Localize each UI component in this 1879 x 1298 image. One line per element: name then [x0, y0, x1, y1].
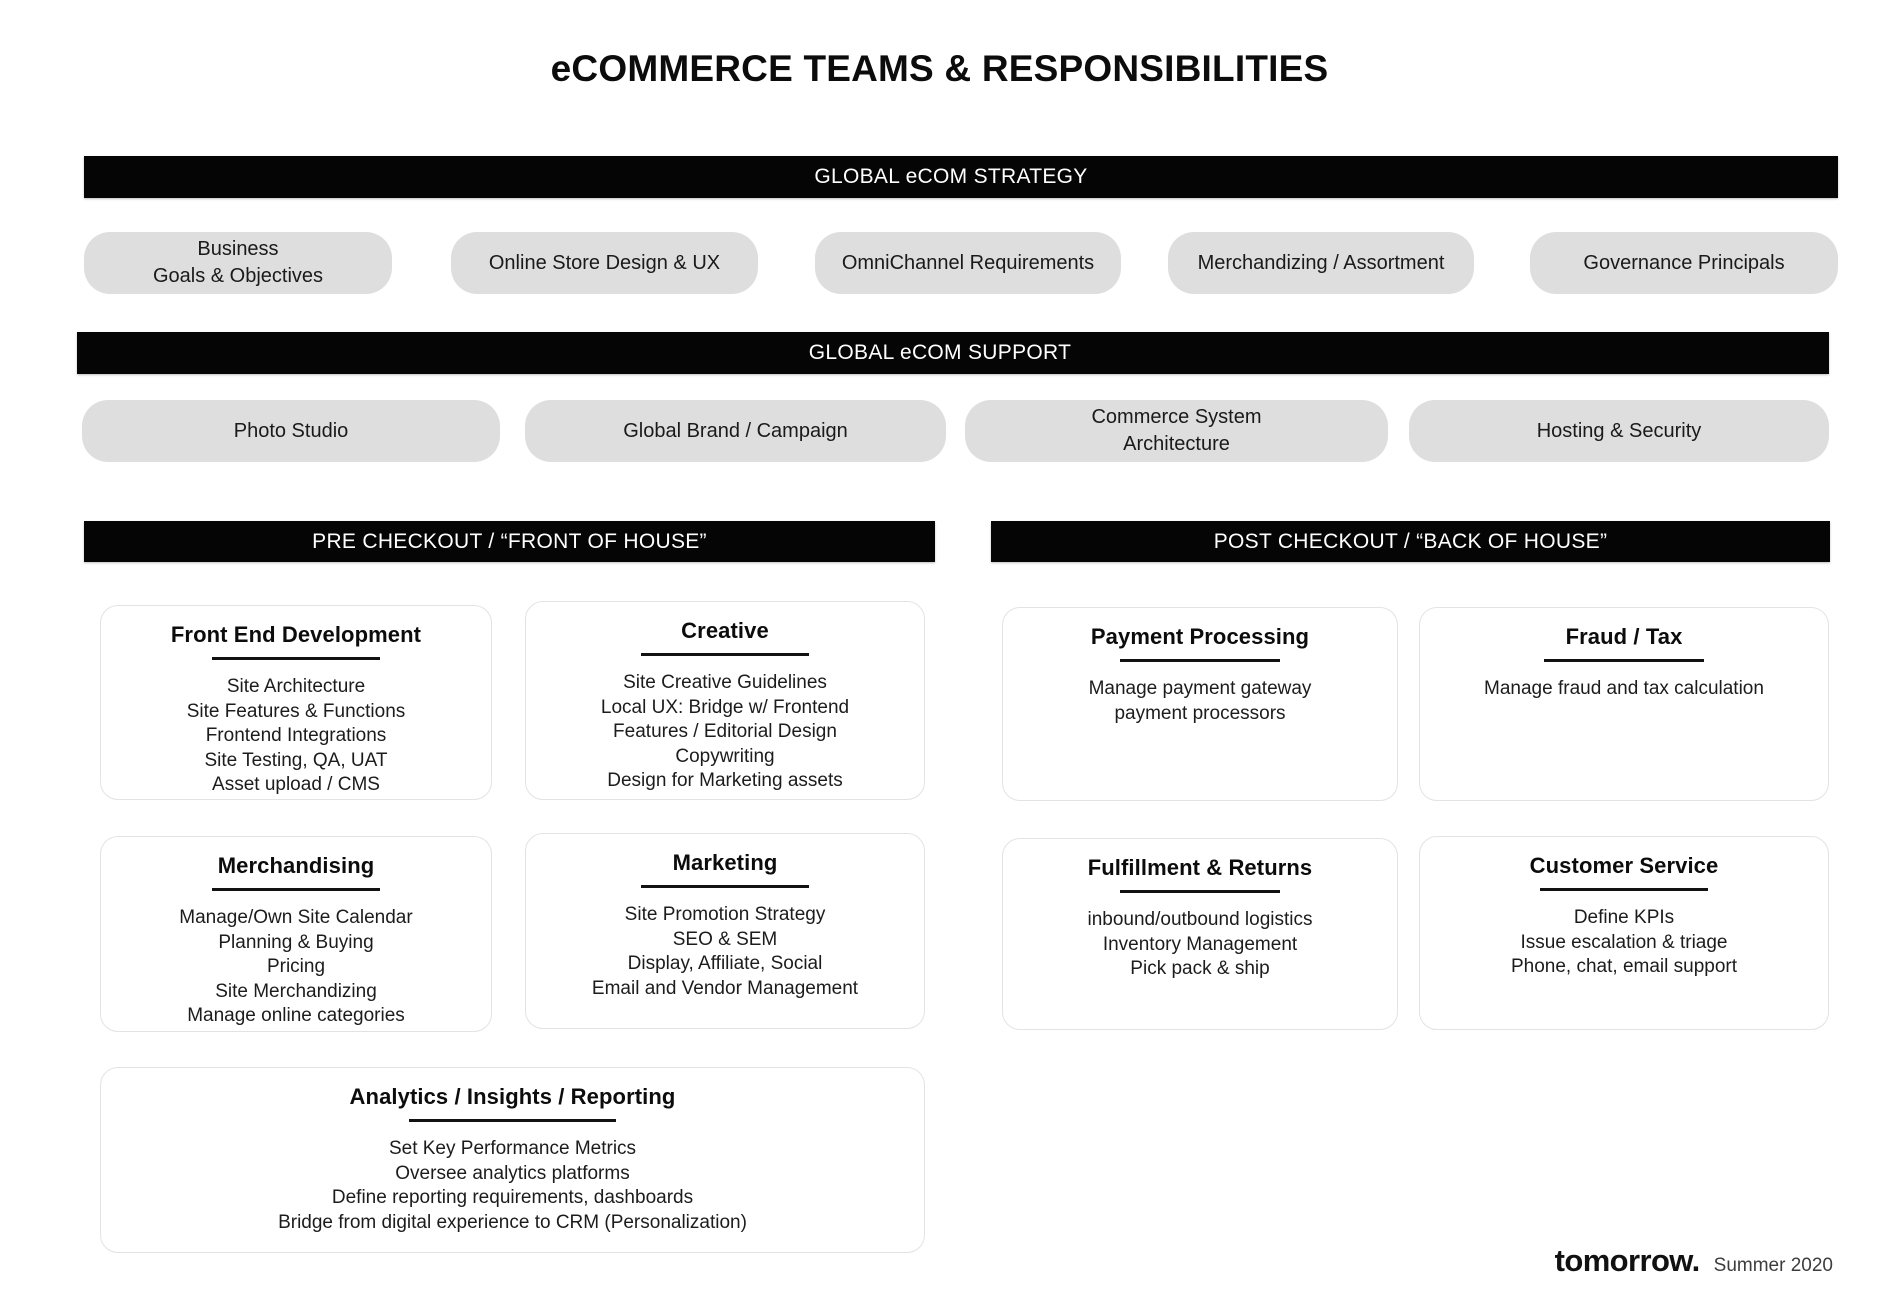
list-item: inbound/outbound logistics [1087, 909, 1313, 930]
support-pill-photo-studio[interactable]: Photo Studio [82, 400, 500, 462]
card-responsibility-list: Site Promotion Strategy SEO & SEM Displa… [526, 903, 924, 1001]
section-band-label: GLOBAL eCOM STRATEGY [814, 165, 1088, 188]
card-responsibility-list: Manage payment gateway payment processor… [1003, 677, 1397, 726]
list-item: Site Features & Functions [186, 700, 406, 722]
team-card-fraud-tax[interactable]: Fraud / Tax Manage fraud and tax calcula… [1419, 607, 1829, 801]
team-card-analytics-insights-reporting[interactable]: Analytics / Insights / Reporting Set Key… [100, 1067, 925, 1253]
list-item: Design for Marketing assets [607, 770, 843, 791]
pill-label: Global Brand / Campaign [623, 419, 848, 442]
list-item: SEO & SEM [672, 928, 778, 950]
card-title: Fraud / Tax [1565, 624, 1683, 649]
card-responsibility-list: Define KPIs Issue escalation & triage Ph… [1420, 906, 1828, 980]
pill-label: OmniChannel Requirements [841, 251, 1095, 274]
list-item: Copywriting [675, 745, 775, 767]
list-item: Features / Editorial Design [613, 721, 837, 742]
card-title-rule [641, 885, 809, 888]
card-responsibility-list: Site Architecture Site Features & Functi… [101, 675, 491, 798]
list-item: Oversee analytics platforms [395, 1162, 630, 1184]
card-title: Merchandising [217, 853, 375, 878]
card-title: Fulfillment & Returns [1087, 855, 1313, 880]
card-title-rule [1540, 888, 1708, 891]
list-item: Define reporting requirements, dashboard… [331, 1187, 694, 1208]
list-item: Define KPIs [1573, 907, 1675, 928]
page-title: eCOMMERCE TEAMS & RESPONSIBILITIES [550, 48, 1329, 89]
pill-label: Online Store Design & UX [488, 251, 721, 274]
card-responsibility-list: Site Creative Guidelines Local UX: Bridg… [526, 671, 924, 794]
section-band-post-checkout: POST CHECKOUT / “BACK OF HOUSE” [991, 521, 1830, 562]
list-item: Phone, chat, email support [1510, 956, 1738, 977]
support-pill-hosting-security[interactable]: Hosting & Security [1409, 400, 1829, 462]
team-card-front-end-development[interactable]: Front End Development Site Architecture … [100, 605, 492, 800]
strategy-pill-online-store-design-ux[interactable]: Online Store Design & UX [451, 232, 758, 294]
list-item: Email and Vendor Management [591, 977, 859, 999]
section-band-global-ecom-support: GLOBAL eCOM SUPPORT [77, 332, 1829, 374]
strategy-pill-governance-principals[interactable]: Governance Principals [1530, 232, 1838, 294]
card-responsibility-list: Manage fraud and tax calculation [1420, 677, 1828, 702]
list-item: Site Testing, QA, UAT [204, 749, 388, 771]
brand-logo: tomorrow. [1554, 1243, 1701, 1278]
list-item: Frontend Integrations [205, 725, 387, 746]
card-title-rule [1544, 659, 1704, 662]
card-responsibility-list: Manage/Own Site Calendar Planning & Buyi… [101, 906, 491, 1029]
card-responsibility-list: Set Key Performance Metrics Oversee anal… [101, 1137, 924, 1235]
team-card-merchandising[interactable]: Merchandising Manage/Own Site Calendar P… [100, 836, 492, 1032]
list-item: Pricing [266, 956, 326, 977]
section-band-label: POST CHECKOUT / “BACK OF HOUSE” [1213, 529, 1608, 553]
list-item: Manage fraud and tax calculation [1484, 678, 1764, 699]
list-item: Bridge from digital experience to CRM (P… [278, 1211, 747, 1233]
pill-label: Hosting & Security [1536, 419, 1702, 442]
card-title-rule [1120, 659, 1280, 662]
strategy-pill-merchandizing-assortment[interactable]: Merchandizing / Assortment [1168, 232, 1474, 294]
list-item: Local UX: Bridge w/ Frontend [600, 696, 850, 718]
card-title-rule [212, 888, 380, 891]
team-card-fulfillment-returns[interactable]: Fulfillment & Returns inbound/outbound l… [1002, 838, 1398, 1030]
pill-label: Governance Principals [1583, 251, 1785, 274]
card-responsibility-list: inbound/outbound logistics Inventory Man… [1003, 908, 1397, 982]
team-card-marketing[interactable]: Marketing Site Promotion Strategy SEO & … [525, 833, 925, 1029]
list-item: Manage payment gateway [1088, 678, 1312, 699]
list-item: Planning & Buying [218, 931, 374, 953]
card-title: Analytics / Insights / Reporting [349, 1084, 676, 1109]
support-pill-global-brand-campaign[interactable]: Global Brand / Campaign [525, 400, 946, 462]
card-title: Payment Processing [1090, 624, 1310, 649]
list-item: Asset upload / CMS [212, 774, 380, 795]
card-title-rule [212, 657, 380, 660]
card-title: Marketing [672, 850, 778, 875]
list-item: Site Merchandizing [215, 980, 377, 1002]
section-band-pre-checkout: PRE CHECKOUT / “FRONT OF HOUSE” [84, 521, 935, 562]
list-item: Inventory Management [1102, 933, 1298, 955]
list-item: Set Key Performance Metrics [388, 1138, 637, 1159]
team-card-payment-processing[interactable]: Payment Processing Manage payment gatewa… [1002, 607, 1398, 801]
card-title: Customer Service [1529, 853, 1719, 878]
team-card-creative[interactable]: Creative Site Creative Guidelines Local … [525, 601, 925, 800]
list-item: Manage online categories [187, 1005, 405, 1026]
footer-date: Summer 2020 [1713, 1255, 1833, 1276]
card-title: Creative [681, 618, 769, 643]
list-item: Pick pack & ship [1130, 958, 1270, 979]
footer: tomorrow. Summer 2020 [1555, 1243, 1833, 1279]
section-band-global-ecom-strategy: GLOBAL eCOM STRATEGY [84, 156, 1838, 198]
list-item: Site Promotion Strategy [624, 904, 826, 925]
card-title-rule [1120, 890, 1280, 893]
list-item: Manage/Own Site Calendar [179, 907, 413, 928]
card-title-rule [641, 653, 809, 656]
list-item: Issue escalation & triage [1520, 931, 1728, 953]
list-item: payment processors [1114, 702, 1286, 724]
list-item: Site Architecture [226, 676, 366, 697]
pill-label: Photo Studio [233, 419, 349, 442]
strategy-pill-omnichannel-requirements[interactable]: OmniChannel Requirements [815, 232, 1121, 294]
card-title: Front End Development [170, 622, 422, 647]
section-band-label: GLOBAL eCOM SUPPORT [808, 341, 1072, 364]
list-item: Site Creative Guidelines [623, 672, 827, 693]
list-item: Display, Affiliate, Social [627, 953, 823, 974]
pill-label: Merchandizing / Assortment [1197, 251, 1445, 274]
card-title-rule [409, 1119, 616, 1122]
section-band-label: PRE CHECKOUT / “FRONT OF HOUSE” [312, 529, 707, 553]
team-card-customer-service[interactable]: Customer Service Define KPIs Issue escal… [1419, 836, 1829, 1030]
